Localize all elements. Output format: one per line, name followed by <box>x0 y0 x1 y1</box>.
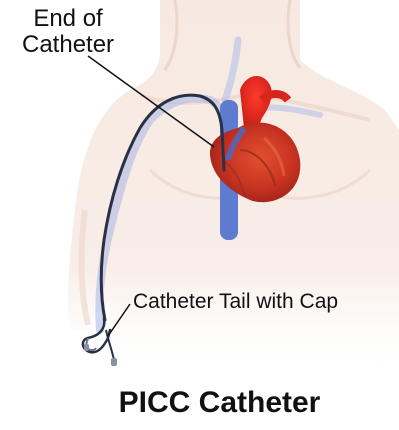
label-end-line2: Catheter <box>22 32 114 58</box>
diagram-title: PICC Catheter <box>0 386 399 420</box>
label-catheter-tail: Catheter Tail with Cap <box>133 290 338 314</box>
label-end-line1: End of <box>22 6 114 32</box>
label-end-of-catheter: End of Catheter <box>22 6 114 58</box>
cap-icon <box>111 358 117 366</box>
